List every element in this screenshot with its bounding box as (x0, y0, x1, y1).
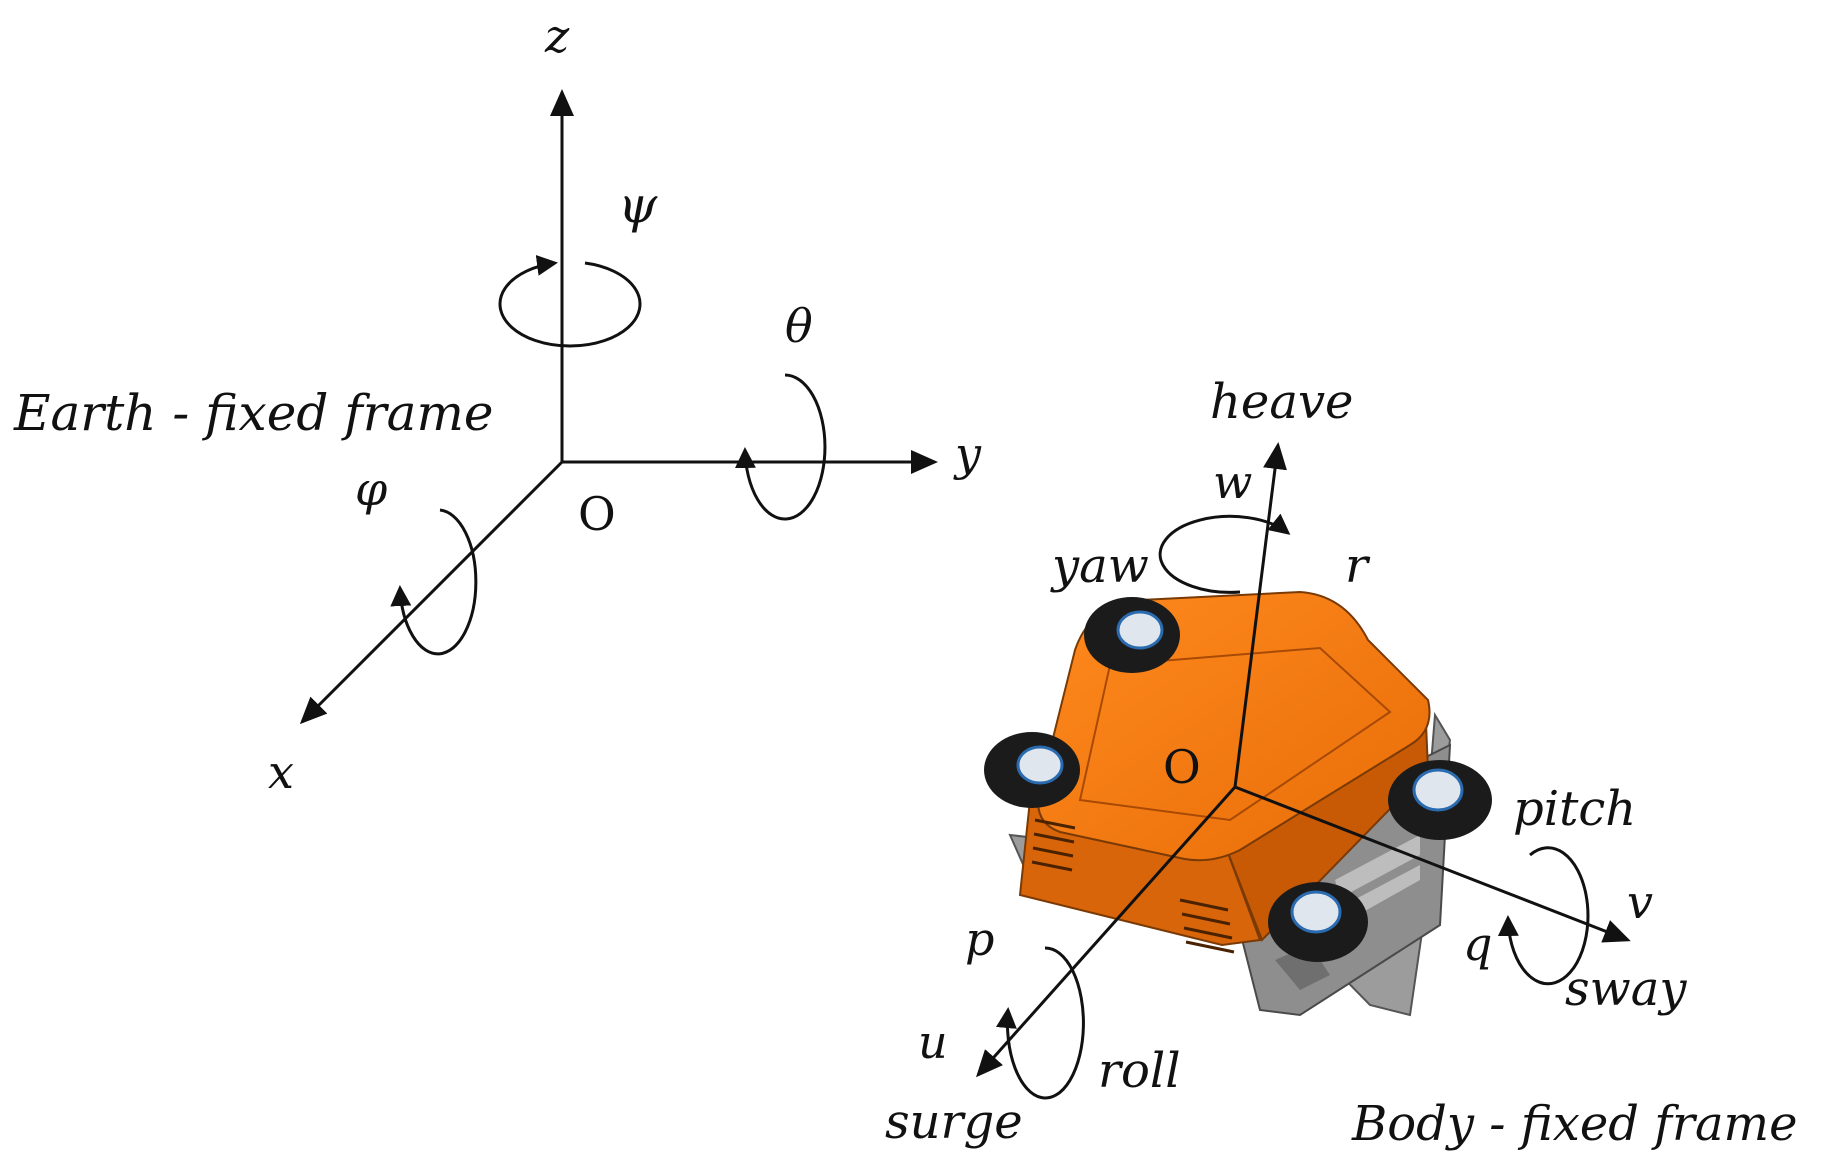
surge-label: surge (885, 1094, 1023, 1150)
body-frame-title: Body - fixed frame (1351, 1096, 1797, 1152)
yaw-label: yaw (1050, 538, 1149, 594)
body-origin-label: O (1163, 740, 1201, 794)
roll-rotation-arrow-icon (995, 946, 1085, 1100)
phi-label: φ (355, 462, 388, 516)
pitch-label: pitch (1513, 781, 1636, 837)
earth-y-label: y (953, 427, 982, 481)
v-label: v (1627, 875, 1653, 929)
thruster-top-left (1084, 597, 1180, 673)
earth-x-label: x (268, 745, 294, 799)
p-label: p (965, 912, 994, 966)
q-label: q (1463, 917, 1492, 971)
earth-frame-title: Earth - fixed frame (13, 384, 493, 442)
rov-vent-right (1179, 898, 1235, 954)
body-surge-axis (976, 786, 1237, 1078)
phi-rotation-arrow-icon (390, 508, 478, 656)
u-label: u (918, 1015, 948, 1069)
body-sway-axis (1234, 785, 1631, 943)
r-label: r (1345, 538, 1371, 594)
earth-x-axis (299, 460, 564, 725)
rov-vent-left (1031, 818, 1076, 872)
sway-label: sway (1565, 961, 1687, 1017)
earth-origin-label: O (578, 487, 616, 541)
underwater-rov-vehicle (984, 590, 1492, 1017)
heave-label: heave (1210, 374, 1353, 430)
earth-z-label: z (544, 9, 570, 63)
thruster-bottom-right (1268, 882, 1368, 962)
pitch-rotation-arrow-icon (1497, 846, 1590, 986)
psi-label: ψ (618, 176, 658, 234)
thruster-mid-left (984, 732, 1080, 808)
roll-label: roll (1098, 1043, 1181, 1099)
theta-rotation-arrow-icon (734, 373, 827, 521)
theta-label: θ (785, 299, 813, 353)
body-heave-axis (1233, 442, 1287, 788)
w-label: w (1213, 455, 1252, 509)
rov-top-panel-line (1078, 646, 1392, 822)
thruster-right (1388, 760, 1492, 840)
body-fixed-frame: heave w yaw r O pitch v q sway p u roll … (885, 374, 1797, 1152)
psi-rotation-arrow-icon (498, 254, 642, 348)
yaw-rotation-arrow-icon (1158, 513, 1291, 594)
earth-fixed-frame: z y x O ψ θ φ Earth - fixed frame (13, 9, 982, 799)
